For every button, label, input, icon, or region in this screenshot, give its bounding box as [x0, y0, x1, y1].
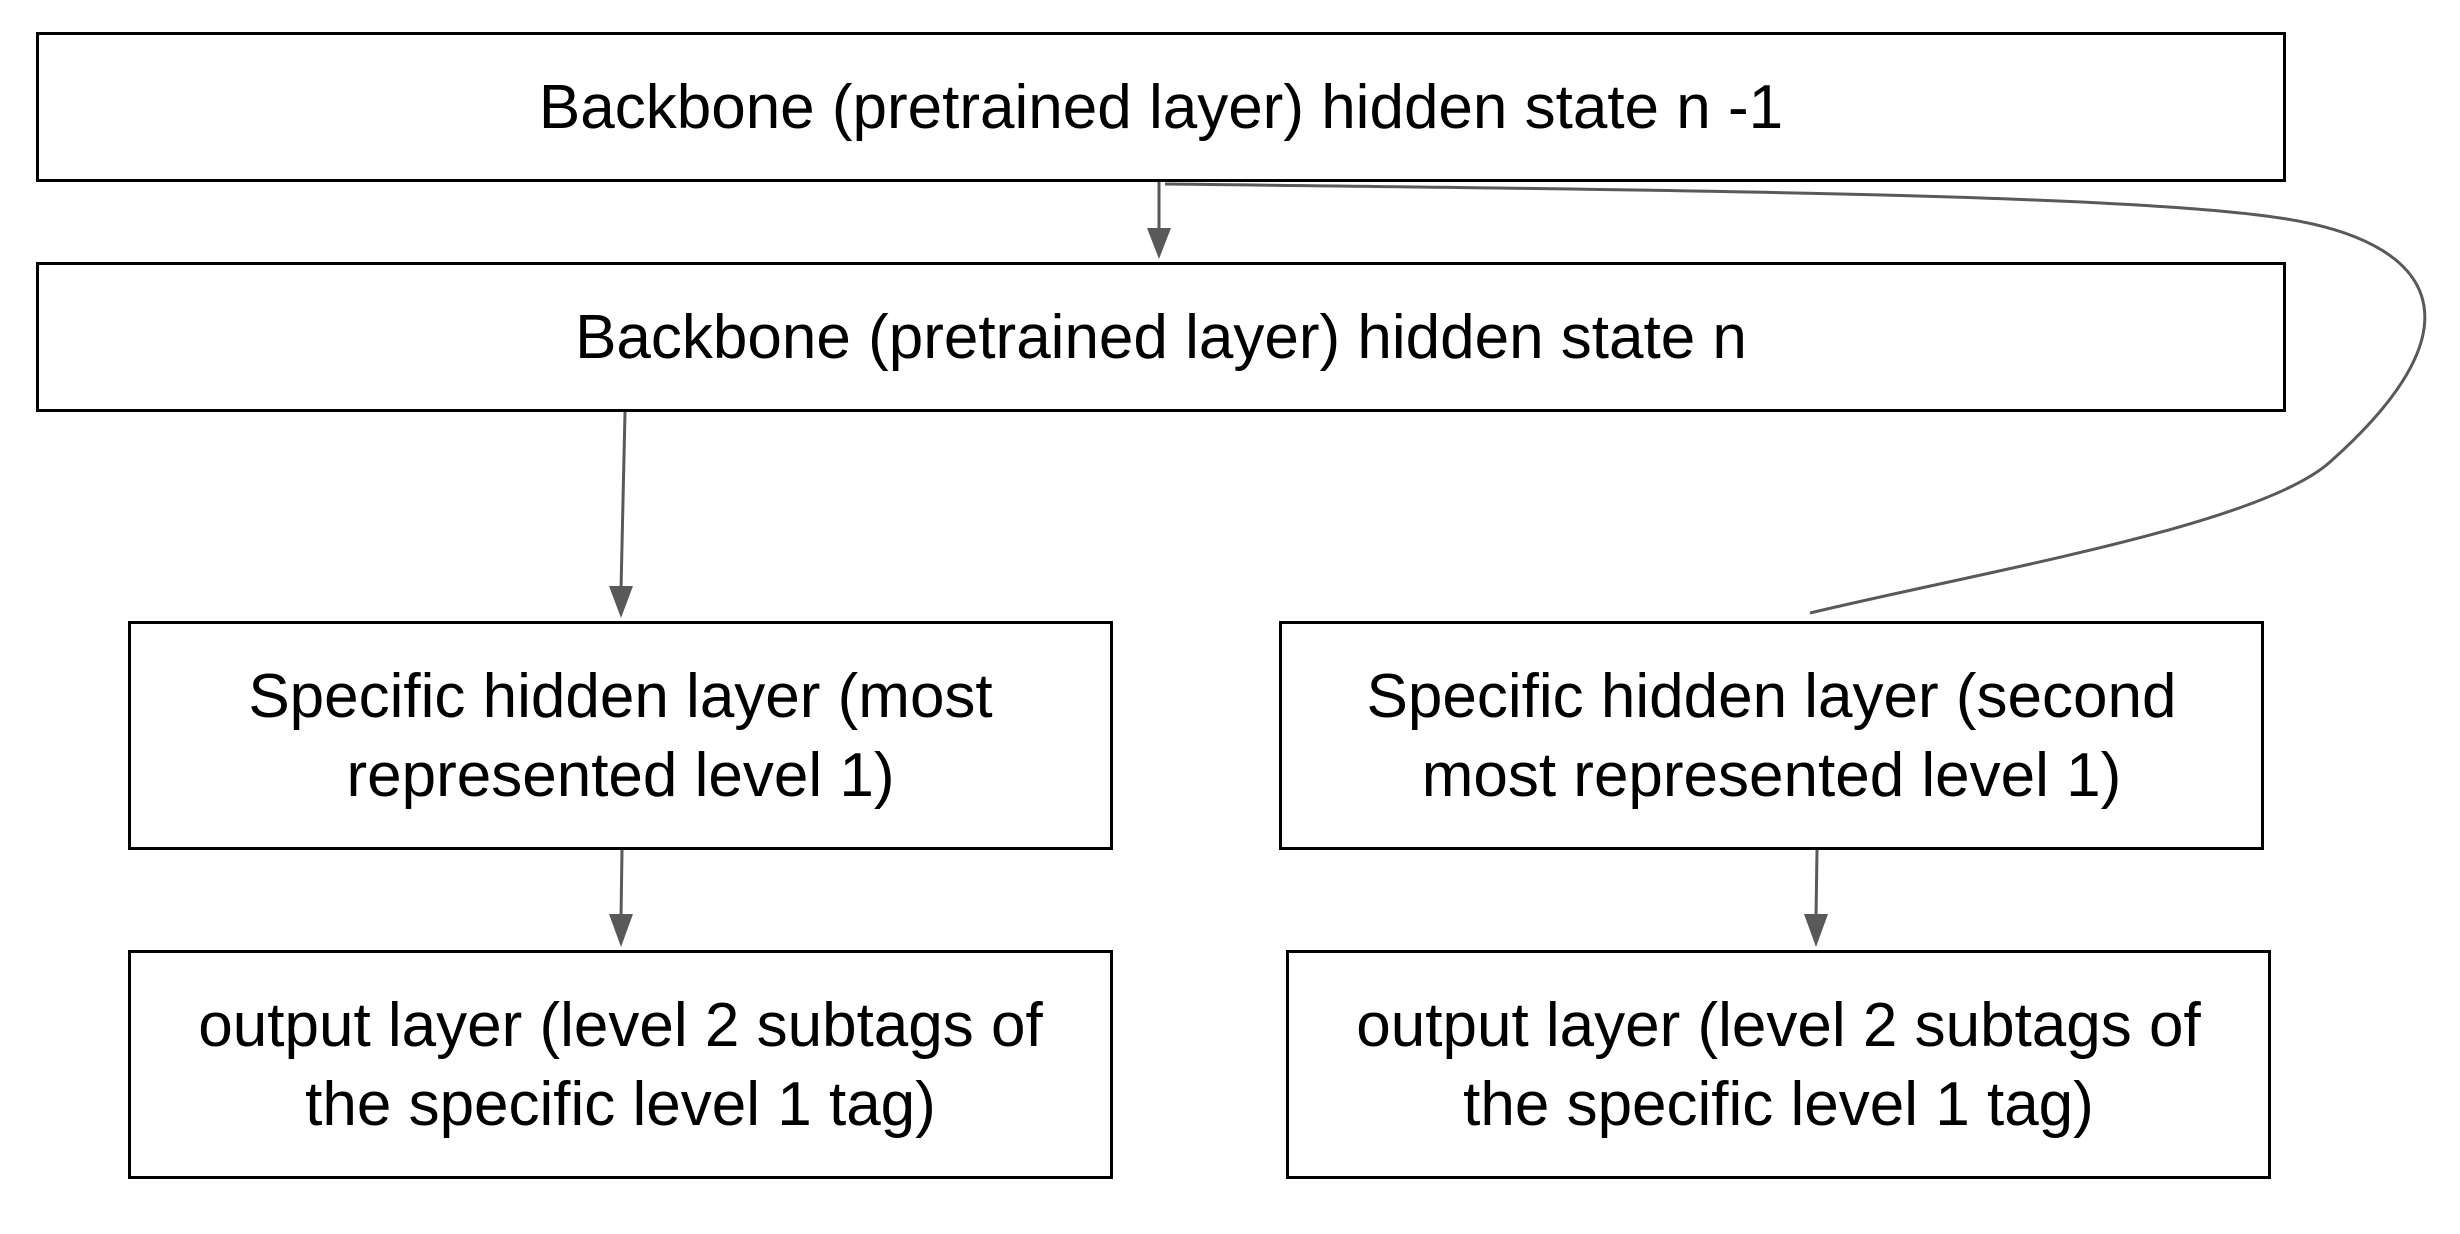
box-label-line: the specific level 1 tag): [305, 1069, 936, 1139]
box-specific-hidden-layer-second: Specific hidden layer (second most repre…: [1279, 621, 2264, 850]
arrowhead-output-left: [609, 914, 633, 947]
box-specific-hidden-layer-most: Specific hidden layer (most represented …: [128, 621, 1113, 850]
box-backbone-hidden-state-n-minus-1: Backbone (pretrained layer) hidden state…: [36, 32, 2286, 182]
arrowhead-specific-most: [609, 586, 633, 618]
box-label-line: output layer (level 2 subtags of: [198, 990, 1043, 1060]
edge-backbone-n-minus-1-to-specific-second: [1164, 182, 2427, 615]
box-label-line: most represented level 1): [1421, 740, 2122, 810]
box-label-line: Specific hidden layer (second: [1366, 661, 2177, 731]
box-label-line: output layer (level 2 subtags of: [1356, 990, 2201, 1060]
box-backbone-hidden-state-n: Backbone (pretrained layer) hidden state…: [36, 262, 2286, 412]
box-label-line: Specific hidden layer (most: [248, 661, 993, 731]
box-label-line: represented level 1): [346, 740, 895, 810]
edge-specific-second-to-output-right: [1814, 849, 1819, 919]
box-label-line: the specific level 1 tag): [1463, 1069, 2094, 1139]
box-label-line: Backbone (pretrained layer) hidden state…: [538, 72, 1784, 142]
box-output-layer-right: output layer (level 2 subtags of the spe…: [1286, 950, 2271, 1179]
edge-specific-most-to-output-left: [619, 849, 624, 919]
box-output-layer-left: output layer (level 2 subtags of the spe…: [128, 950, 1113, 1179]
arrowhead-output-right: [1804, 914, 1828, 947]
arrowhead-backbone-n: [1147, 228, 1171, 259]
edge-backbone-n-to-specific-most: [619, 411, 627, 591]
box-label-line: Backbone (pretrained layer) hidden state…: [575, 302, 1747, 372]
